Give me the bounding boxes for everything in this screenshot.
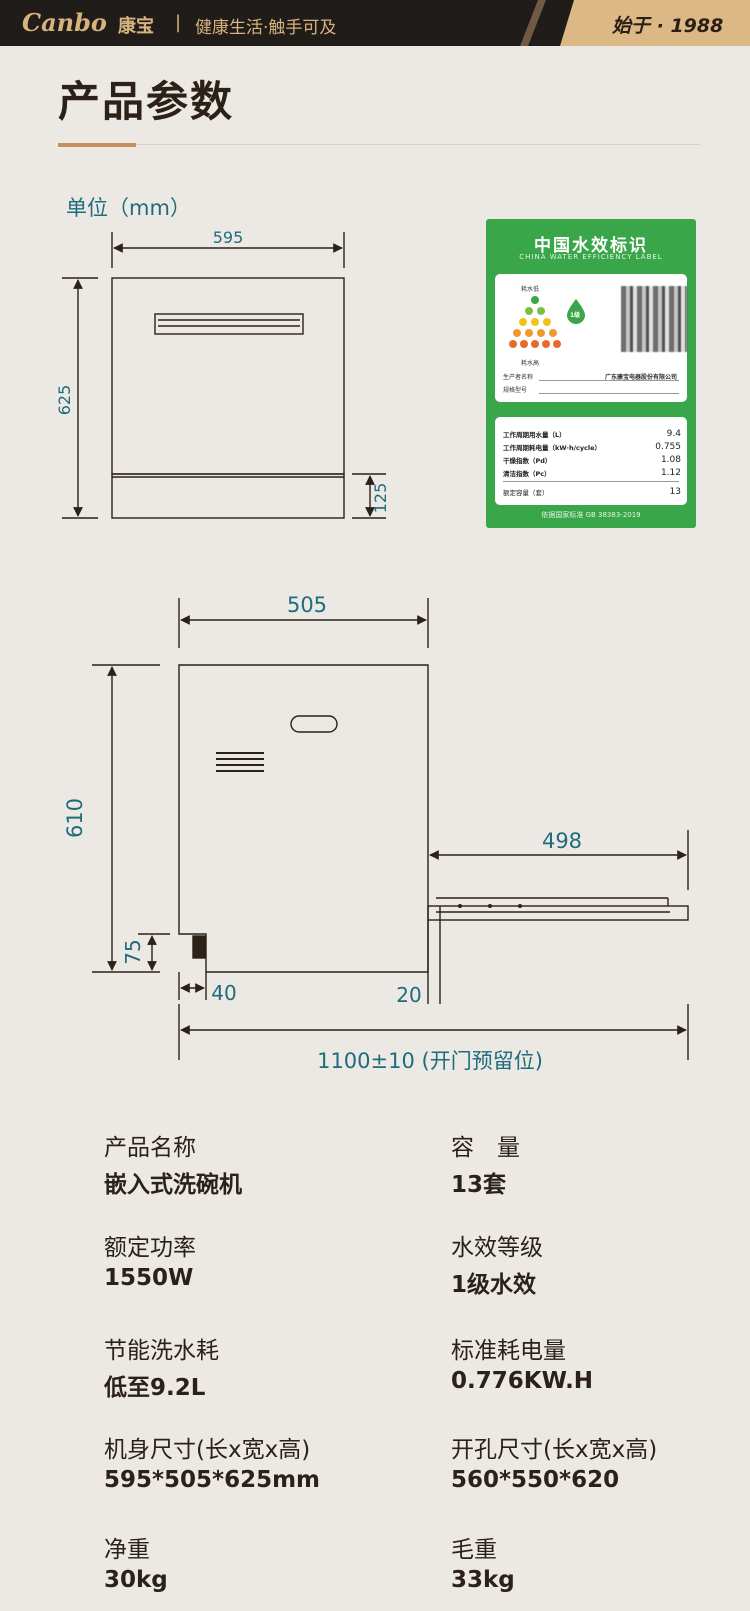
side-view-foot bbox=[192, 935, 206, 959]
open-door bbox=[427, 905, 689, 921]
side-view-body bbox=[178, 664, 429, 973]
brand-logo: Canbo bbox=[22, 8, 107, 37]
grade-badge: 1级 bbox=[570, 312, 581, 319]
label-row-key: 工作周期耗电量（kW·h/cycle） bbox=[503, 444, 602, 452]
label-footer: 依据国家标准 GB 38383-2019 bbox=[541, 511, 641, 519]
header-slogan: 健康生活·触手可及 bbox=[195, 18, 337, 38]
header-bar: Canbo 康宝 | 健康生活·触手可及 始于 · 1988 bbox=[0, 0, 750, 46]
dim-width-595: 595 bbox=[213, 228, 244, 247]
spec-value: 13套 bbox=[451, 1172, 507, 1198]
front-view-handle bbox=[154, 313, 304, 335]
qr-code bbox=[621, 286, 687, 352]
label-row-value: 1.08 bbox=[660, 455, 681, 465]
side-view-handle bbox=[290, 715, 338, 733]
spec-body-size: 机身尺寸(长x宽x高) 595*505*625mm bbox=[104, 1430, 320, 1493]
spec-key: 节能洗水耗 bbox=[104, 1338, 219, 1364]
unit-label: 单位（mm） bbox=[66, 196, 191, 220]
label-row: 清洁指数（Pc） 1.12 bbox=[503, 468, 681, 478]
spec-value: 低至9.2L bbox=[104, 1375, 206, 1401]
spec-key: 产品名称 bbox=[104, 1135, 196, 1161]
page-title: 产品参数 bbox=[58, 77, 235, 126]
label-maker-value: 广东康宝电器股份有限公司 bbox=[605, 374, 678, 381]
label-row: 工作周期用水量（L） 9.4 bbox=[503, 429, 681, 439]
spec-value: 30kg bbox=[104, 1567, 168, 1593]
spec-key: 水效等级 bbox=[451, 1235, 543, 1261]
label-row: 干燥指数（Pd） 1.08 bbox=[503, 455, 681, 465]
dim-front-20: 20 bbox=[396, 983, 421, 1007]
dim-total-1100: 1100±10 (开门预留位) bbox=[317, 1049, 543, 1073]
door-holes bbox=[458, 904, 522, 908]
spec-water-use: 节能洗水耗 低至9.2L bbox=[104, 1331, 219, 1402]
label-row-key: 干燥指数（Pd） bbox=[503, 457, 552, 465]
front-view-body bbox=[111, 277, 345, 475]
spec-value: 33kg bbox=[451, 1567, 515, 1593]
water-efficiency-label: 中国水效标识 CHINA WATER EFFICIENCY LABEL 耗水低 … bbox=[486, 219, 696, 528]
spec-key: 净重 bbox=[104, 1537, 150, 1563]
dim-base-125: 125 bbox=[371, 483, 390, 514]
brand-name-cn: 康宝 bbox=[118, 16, 154, 37]
header-since: 始于 · 1988 bbox=[612, 15, 724, 37]
label-values-panel: 工作周期用水量（L） 9.4 工作周期耗电量（kW·h/cycle） 0.755 干… bbox=[495, 417, 687, 505]
label-subtitle: CHINA WATER EFFICIENCY LABEL bbox=[519, 253, 663, 261]
water-drops-icon bbox=[509, 296, 561, 348]
label-model-key: 规格型号 bbox=[503, 387, 528, 394]
spec-key: 机身尺寸(长x宽x高) bbox=[104, 1437, 311, 1463]
label-maker-key: 生产者名称 bbox=[503, 374, 534, 381]
header-gold-tab bbox=[560, 0, 750, 46]
spec-power: 额定功率 1550W bbox=[104, 1228, 196, 1291]
dim-foot-75: 75 bbox=[121, 939, 145, 964]
spec-gross-weight: 毛重 33kg bbox=[451, 1530, 515, 1593]
label-grade-panel: 耗水低 耗水高 1级 生产者名称 广东康宝电器股份有限公司 规格型号 bbox=[495, 274, 687, 402]
spec-product-name: 产品名称 嵌入式洗碗机 bbox=[104, 1128, 242, 1199]
spec-key: 标准耗电量 bbox=[451, 1338, 566, 1364]
header-separator: | bbox=[175, 12, 182, 33]
label-row-value: 0.755 bbox=[655, 442, 681, 452]
label-row-key: 额定容量（套） bbox=[503, 489, 549, 497]
spec-value: 595*505*625mm bbox=[104, 1467, 321, 1493]
label-row-value: 13 bbox=[669, 487, 681, 497]
spec-water-grade: 水效等级 1级水效 bbox=[451, 1228, 543, 1299]
dim-height-610: 610 bbox=[63, 798, 87, 838]
dim-height-625: 625 bbox=[55, 385, 74, 416]
spec-value: 0.776KW.H bbox=[451, 1368, 594, 1394]
title-underline bbox=[58, 143, 136, 147]
spec-net-weight: 净重 30kg bbox=[104, 1530, 168, 1593]
label-row-key: 工作周期用水量（L） bbox=[503, 431, 566, 439]
label-row: 工作周期耗电量（kW·h/cycle） 0.755 bbox=[503, 442, 681, 452]
title-divider bbox=[136, 144, 700, 145]
label-high-text: 耗水高 bbox=[521, 360, 540, 367]
label-row: 额定容量（套） 13 bbox=[503, 487, 681, 497]
label-low-text: 耗水低 bbox=[521, 286, 540, 293]
spec-key: 开孔尺寸(长x宽x高) bbox=[451, 1437, 658, 1463]
front-view-base bbox=[111, 473, 345, 519]
spec-key: 容 量 bbox=[451, 1135, 520, 1161]
label-row-value: 1.12 bbox=[660, 468, 681, 478]
spec-value: 1550W bbox=[104, 1265, 194, 1291]
spec-key: 额定功率 bbox=[104, 1235, 196, 1261]
dim-door-498: 498 bbox=[542, 829, 582, 853]
spec-value: 嵌入式洗碗机 bbox=[104, 1172, 242, 1198]
side-view-vent bbox=[216, 752, 264, 772]
label-title: 中国水效标识 bbox=[534, 236, 648, 256]
grade-drop-icon bbox=[567, 299, 585, 324]
spec-value: 1级水效 bbox=[451, 1272, 537, 1298]
spec-energy: 标准耗电量 0.776KW.H bbox=[451, 1331, 593, 1394]
spec-value: 560*550*620 bbox=[451, 1467, 620, 1493]
label-row-key: 清洁指数（Pc） bbox=[503, 470, 551, 478]
spec-capacity: 容 量 13套 bbox=[451, 1128, 520, 1199]
spec-cutout-size: 开孔尺寸(长x宽x高) 560*550*620 bbox=[451, 1430, 657, 1493]
dim-rear-40: 40 bbox=[211, 981, 236, 1005]
spec-key: 毛重 bbox=[451, 1537, 497, 1563]
dim-depth-505: 505 bbox=[287, 593, 327, 617]
label-row-value: 9.4 bbox=[666, 429, 681, 439]
